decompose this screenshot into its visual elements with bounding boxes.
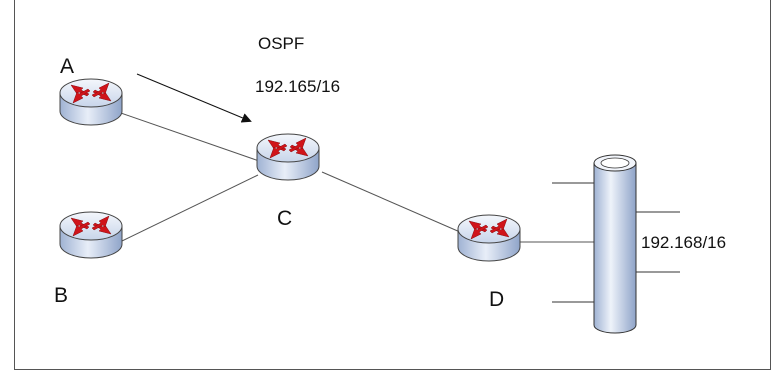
router-a-label: A xyxy=(60,55,74,78)
router-c-label: C xyxy=(277,207,292,230)
advertisement-arrow xyxy=(136,73,252,123)
router-d-icon xyxy=(457,214,521,262)
lan-prefix-label: 192.168/16 xyxy=(641,233,726,252)
link-a-c xyxy=(117,111,263,163)
protocol-label: OSPF xyxy=(258,34,304,53)
router-b-icon xyxy=(59,211,123,259)
router-a-icon xyxy=(59,78,123,126)
router-c-icon xyxy=(256,133,320,181)
link-b-c xyxy=(121,174,259,242)
router-b-label: B xyxy=(54,284,68,307)
advertised-prefix-label: 192.165/16 xyxy=(255,77,340,96)
router-d-label: D xyxy=(489,288,504,311)
lan-segment-icon xyxy=(552,154,680,334)
link-c-d xyxy=(321,171,461,233)
